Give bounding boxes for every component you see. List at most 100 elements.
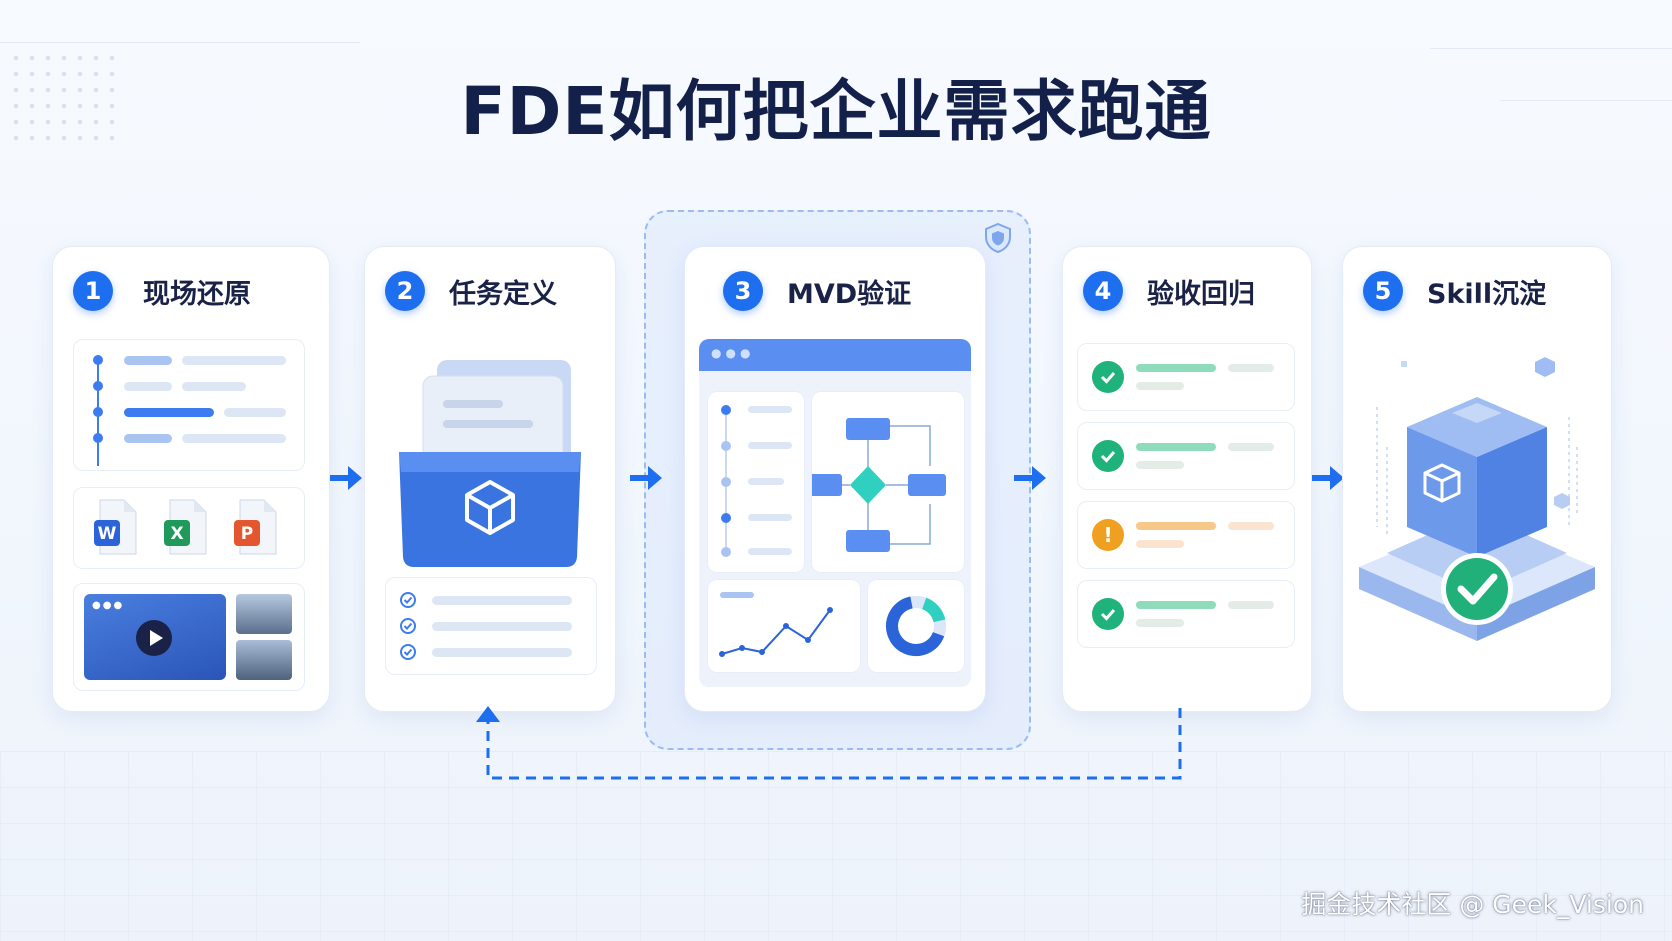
window-dots: ●●● [711, 346, 755, 360]
acceptance-row [1077, 343, 1295, 411]
step-header: 5 Skill沉淀 [1363, 271, 1546, 311]
text-placeholder-bar [124, 408, 214, 417]
arrow-right-icon [630, 466, 662, 490]
step-title: 验收回归 [1147, 278, 1255, 310]
file-icons-panel: W X P [73, 487, 305, 569]
window-dots: ●●● [92, 600, 125, 611]
step-number-badge: 4 [1083, 271, 1123, 311]
step-card-5: 5 Skill沉淀 [1342, 246, 1612, 712]
text-placeholder-bar [182, 382, 246, 391]
text-placeholder-bar [748, 406, 792, 413]
window-titlebar: ●●● [699, 339, 971, 371]
step-title: 任务定义 [449, 278, 557, 310]
step-number-badge: 2 [385, 271, 425, 311]
video-thumbnail: ●●● [84, 594, 226, 680]
text-placeholder-bar [748, 478, 784, 485]
step-number-badge: 1 [73, 271, 113, 311]
timeline-icon [721, 405, 731, 557]
text-placeholder-bar [1136, 364, 1216, 372]
word-letter: W [98, 524, 117, 544]
step-header: 2 任务定义 [385, 271, 557, 311]
step-header: 1 现场还原 [73, 271, 251, 311]
text-placeholder-bar [182, 356, 286, 365]
decorative-line [1430, 48, 1672, 49]
warning-icon: ! [1092, 519, 1124, 551]
excel-file-icon: X [164, 499, 207, 555]
step-title: 现场还原 [143, 278, 251, 310]
flowchart-icon [804, 418, 946, 552]
decorative-line [0, 42, 360, 43]
step-title: MVD验证 [787, 278, 912, 310]
check-icon [1092, 598, 1124, 630]
line-chart-icon [719, 607, 833, 657]
text-placeholder-bar [124, 382, 172, 391]
watermark-text: 掘金技术社区 @ Geek_Vision [1301, 890, 1644, 919]
text-placeholder-bar [432, 648, 572, 657]
excel-letter: X [170, 524, 183, 544]
text-placeholder-bar [748, 548, 792, 555]
text-placeholder-bar [182, 434, 286, 443]
text-placeholder-bar [748, 442, 792, 449]
step-title: Skill沉淀 [1427, 278, 1547, 310]
acceptance-row [1077, 580, 1295, 648]
text-placeholder-bar [124, 356, 172, 365]
step-number-badge: 5 [1363, 271, 1403, 311]
step-card-1: 1 现场还原 W X P [52, 246, 330, 712]
timeline-panel [73, 339, 305, 471]
photo-thumbnail [236, 594, 292, 634]
media-panel: ●●● [73, 583, 305, 691]
app-window-mockup: ●●● [699, 339, 971, 687]
text-placeholder-bar [748, 514, 792, 521]
check-circle-icon [400, 644, 416, 660]
checklist-panel [385, 577, 597, 675]
text-placeholder-bar [1136, 601, 1216, 609]
timeline-icon [93, 355, 103, 466]
play-icon [136, 620, 172, 656]
acceptance-row [1077, 422, 1295, 490]
text-placeholder-bar [1228, 522, 1274, 530]
text-placeholder-bar [1136, 443, 1216, 451]
list-panel [707, 391, 805, 573]
ppt-file-icon: P [234, 499, 277, 555]
page-title: FDE如何把企业需求跑通 [460, 73, 1212, 150]
donut-chart-panel [867, 579, 965, 673]
shield-icon [985, 222, 1011, 254]
check-icon [1092, 361, 1124, 393]
step-header: 4 验收回归 [1083, 271, 1255, 311]
ppt-letter: P [241, 524, 253, 544]
text-placeholder-bar [1136, 461, 1184, 469]
acceptance-row: ! [1077, 501, 1295, 569]
arrow-right-icon [1312, 466, 1344, 490]
text-placeholder-bar [432, 596, 572, 605]
donut-chart-icon [886, 596, 946, 656]
text-placeholder-bar [1228, 443, 1274, 451]
line-chart-panel [707, 579, 861, 673]
text-placeholder-bar [1136, 619, 1184, 627]
text-placeholder-bar [1136, 382, 1184, 390]
flowchart-panel [804, 391, 965, 573]
check-icon [1092, 440, 1124, 472]
step-header: 3 MVD验证 [723, 271, 911, 311]
skill-cube-platform-icon [1359, 357, 1595, 641]
text-placeholder-bar [432, 622, 572, 631]
step-card-3: 3 MVD验证 ●●● [684, 246, 986, 712]
photo-thumbnail [236, 640, 292, 680]
text-placeholder-bar [1228, 601, 1274, 609]
arrow-right-icon [330, 466, 362, 490]
step-card-2: 2 任务定义 [364, 246, 616, 712]
text-placeholder-bar [1136, 522, 1216, 530]
check-circle-icon [400, 592, 416, 608]
step-card-4: 4 验收回归 ! [1062, 246, 1312, 712]
text-placeholder-bar [224, 408, 286, 417]
step-number-badge: 3 [723, 271, 763, 311]
dot-pattern-decoration [8, 50, 118, 150]
folder-box-icon [399, 360, 581, 567]
text-placeholder-bar [124, 434, 172, 443]
floor-grid-background [0, 751, 1672, 941]
word-file-icon: W [94, 499, 137, 555]
text-placeholder-bar [720, 592, 754, 598]
text-placeholder-bar [1136, 540, 1184, 548]
text-placeholder-bar [1228, 364, 1274, 372]
decorative-line [1500, 100, 1672, 101]
arrow-right-icon [1014, 466, 1046, 490]
